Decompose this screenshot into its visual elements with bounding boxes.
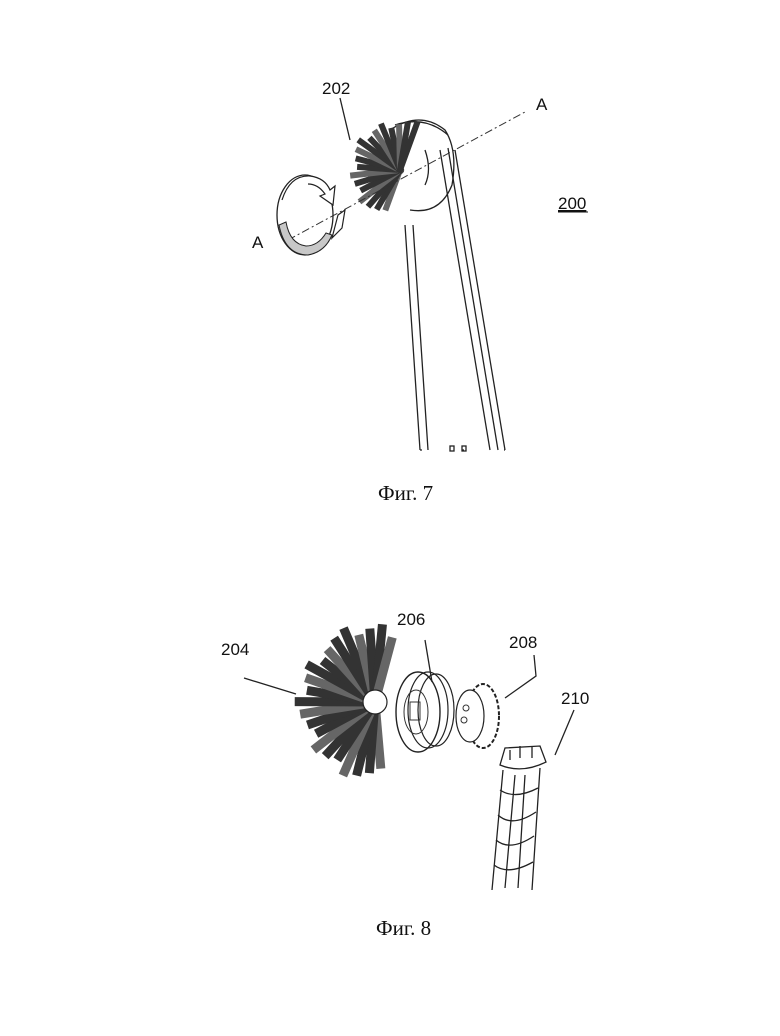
label-206: 206 [397,610,425,629]
label-axis-a-top: A [536,95,548,114]
figure-7-caption: Фиг. 7 [378,481,433,505]
ring-206 [396,672,454,752]
gear-208 [456,684,499,748]
brush-bristles-202 [353,124,416,207]
label-208: 208 [509,633,537,652]
figure-7: 202 A A 200 Фиг. 7 [252,79,588,505]
label-210: 210 [561,689,589,708]
shaft-210 [492,746,546,890]
figure-8-caption: Фиг. 8 [376,916,431,940]
label-204: 204 [221,640,249,659]
label-200: 200 [558,194,586,213]
handle [405,148,505,451]
label-202: 202 [322,79,350,98]
label-axis-a-left: A [252,233,264,252]
figure-8: 204 206 208 210 Фиг. 8 [221,610,589,940]
